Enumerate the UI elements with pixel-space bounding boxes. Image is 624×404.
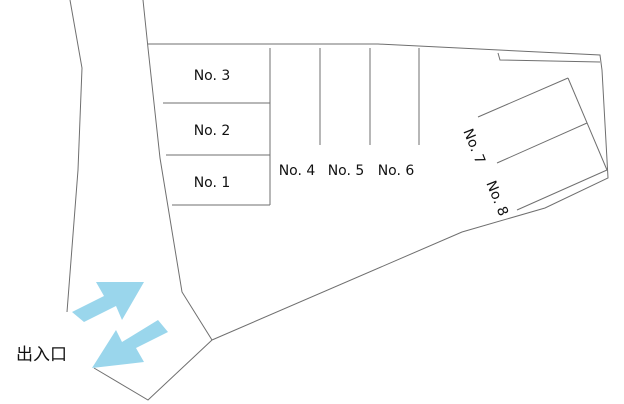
road-left-edge	[66, 0, 83, 313]
stall-divider	[477, 77, 569, 118]
arrow-in-icon	[72, 282, 144, 322]
stall-label-7: No. 7	[459, 127, 488, 167]
stall-back-edge	[567, 77, 608, 171]
stall-divider	[516, 169, 608, 211]
stall-label-6: No. 6	[378, 163, 415, 179]
stall-label-5: No. 5	[328, 163, 365, 179]
right-stall-block	[477, 77, 608, 211]
road-bottom-edge	[93, 339, 213, 401]
access-road	[66, 0, 213, 401]
stall-divider	[496, 122, 588, 164]
arrow-out-icon	[92, 320, 168, 368]
lot-boundary	[148, 43, 609, 341]
stall-label-8: No. 8	[482, 179, 511, 219]
stall-label-1: No. 1	[194, 175, 231, 191]
stall-label-4: No. 4	[279, 163, 316, 179]
lot-inner-edge	[497, 52, 601, 63]
road-right-edge	[142, 0, 213, 341]
stall-label-2: No. 2	[194, 123, 231, 139]
middle-stall-block	[319, 48, 420, 145]
entrance-label: 出入口	[16, 345, 67, 365]
left-stall-block	[163, 48, 271, 206]
stall-label-3: No. 3	[194, 68, 231, 84]
entrance-arrows	[72, 282, 168, 368]
